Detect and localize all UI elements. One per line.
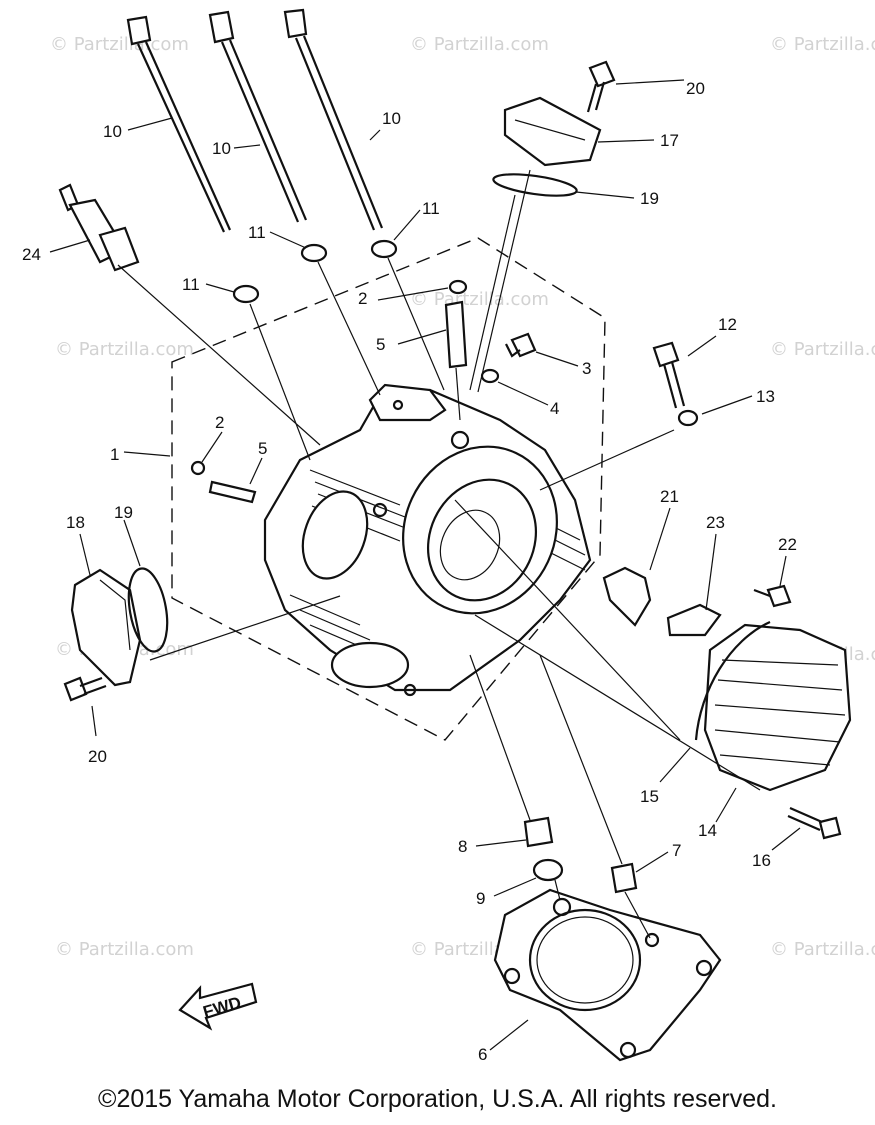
cover-14 [703, 623, 852, 792]
callout-20b: 20 [88, 747, 107, 766]
callout-19a: 19 [640, 189, 659, 208]
callout-12: 12 [718, 315, 737, 334]
bolt-3 [505, 332, 537, 358]
washer-4 [480, 368, 500, 384]
callout-11b: 11 [248, 223, 266, 242]
callout-15: 15 [640, 787, 659, 806]
clip-2b [190, 460, 206, 476]
callout-7: 7 [672, 841, 681, 860]
callout-9: 9 [476, 889, 485, 908]
callout-19b: 19 [114, 503, 133, 522]
callout-labels: 1 2 2 3 4 5 5 6 7 8 9 10 10 10 11 11 11 … [22, 79, 797, 1064]
callout-11c: 11 [422, 199, 440, 218]
callout-5a: 5 [258, 439, 267, 458]
washer-11c [370, 239, 398, 259]
callout-22: 22 [778, 535, 797, 554]
callout-16: 16 [752, 851, 771, 870]
cover-17 [503, 96, 602, 167]
o-ring-19-top [492, 173, 578, 197]
copyright-notice: ©2015 Yamaha Motor Corporation, U.S.A. A… [98, 1085, 777, 1113]
dowel-7 [610, 862, 638, 894]
washer-11a [232, 284, 260, 304]
callout-5b: 5 [376, 335, 385, 354]
watermark: © Partzilla.com [410, 289, 549, 310]
plate-23 [666, 603, 722, 637]
callout-8: 8 [458, 837, 467, 856]
valve-guide-5b [208, 480, 257, 504]
assembly-boundary [171, 237, 606, 741]
callout-2b: 2 [358, 289, 367, 308]
head-gasket-6 [493, 888, 722, 1062]
callout-4: 4 [550, 399, 559, 418]
watermark: © Partzilla.com [770, 339, 875, 360]
cylinder-head [263, 383, 592, 697]
leader-lines [49, 79, 801, 1051]
callout-13: 13 [756, 387, 775, 406]
callout-14: 14 [698, 821, 717, 840]
callout-17: 17 [660, 131, 679, 150]
valve-guide-5a [444, 300, 468, 369]
gasket-15 [694, 620, 771, 741]
washer-11b [300, 243, 328, 263]
callout-20a: 20 [686, 79, 705, 98]
watermark: © Partzilla.com [770, 34, 875, 55]
washer-13 [677, 409, 699, 427]
watermark: © Partzilla.com [770, 939, 875, 960]
push-rods [126, 8, 384, 233]
fwd-arrow: FWD [178, 982, 258, 1031]
washer-9 [532, 858, 564, 882]
callout-18: 18 [66, 513, 85, 532]
bolt-20-top [586, 60, 616, 113]
callout-10a: 10 [103, 122, 122, 141]
callout-1: 1 [110, 445, 119, 464]
bolt-22 [753, 584, 792, 608]
callout-11a: 11 [182, 275, 200, 294]
callout-2a: 2 [215, 413, 224, 432]
watermark: © Partzilla.com [55, 939, 194, 960]
watermark: © Partzilla.com [55, 339, 194, 360]
callout-10b: 10 [212, 139, 231, 158]
callout-10c: 10 [382, 109, 401, 128]
bolt-12 [652, 341, 686, 409]
bracket-21 [602, 566, 652, 627]
watermark: © Partzilla.com [50, 34, 189, 55]
callout-6: 6 [478, 1045, 487, 1064]
watermark: © Partzilla.com [410, 34, 549, 55]
callout-24: 24 [22, 245, 41, 264]
spark-plug [58, 183, 140, 272]
callout-3: 3 [582, 359, 591, 378]
bolt-16 [787, 806, 842, 840]
cover-18 [70, 568, 142, 687]
bolt-20-left [63, 676, 107, 702]
callout-23: 23 [706, 513, 725, 532]
callout-21: 21 [660, 487, 679, 506]
o-ring-19-left [127, 567, 169, 653]
clip-2a [448, 279, 468, 295]
dowel-8 [523, 816, 554, 848]
